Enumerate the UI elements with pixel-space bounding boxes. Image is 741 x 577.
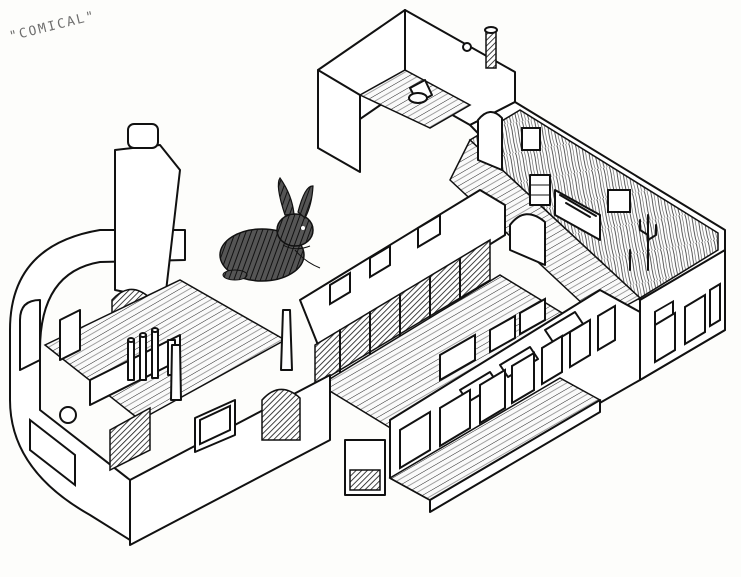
central-car bbox=[299, 189, 641, 513]
rabbit bbox=[219, 176, 321, 282]
upper-room bbox=[317, 9, 516, 265]
left-wing-room bbox=[9, 123, 386, 546]
